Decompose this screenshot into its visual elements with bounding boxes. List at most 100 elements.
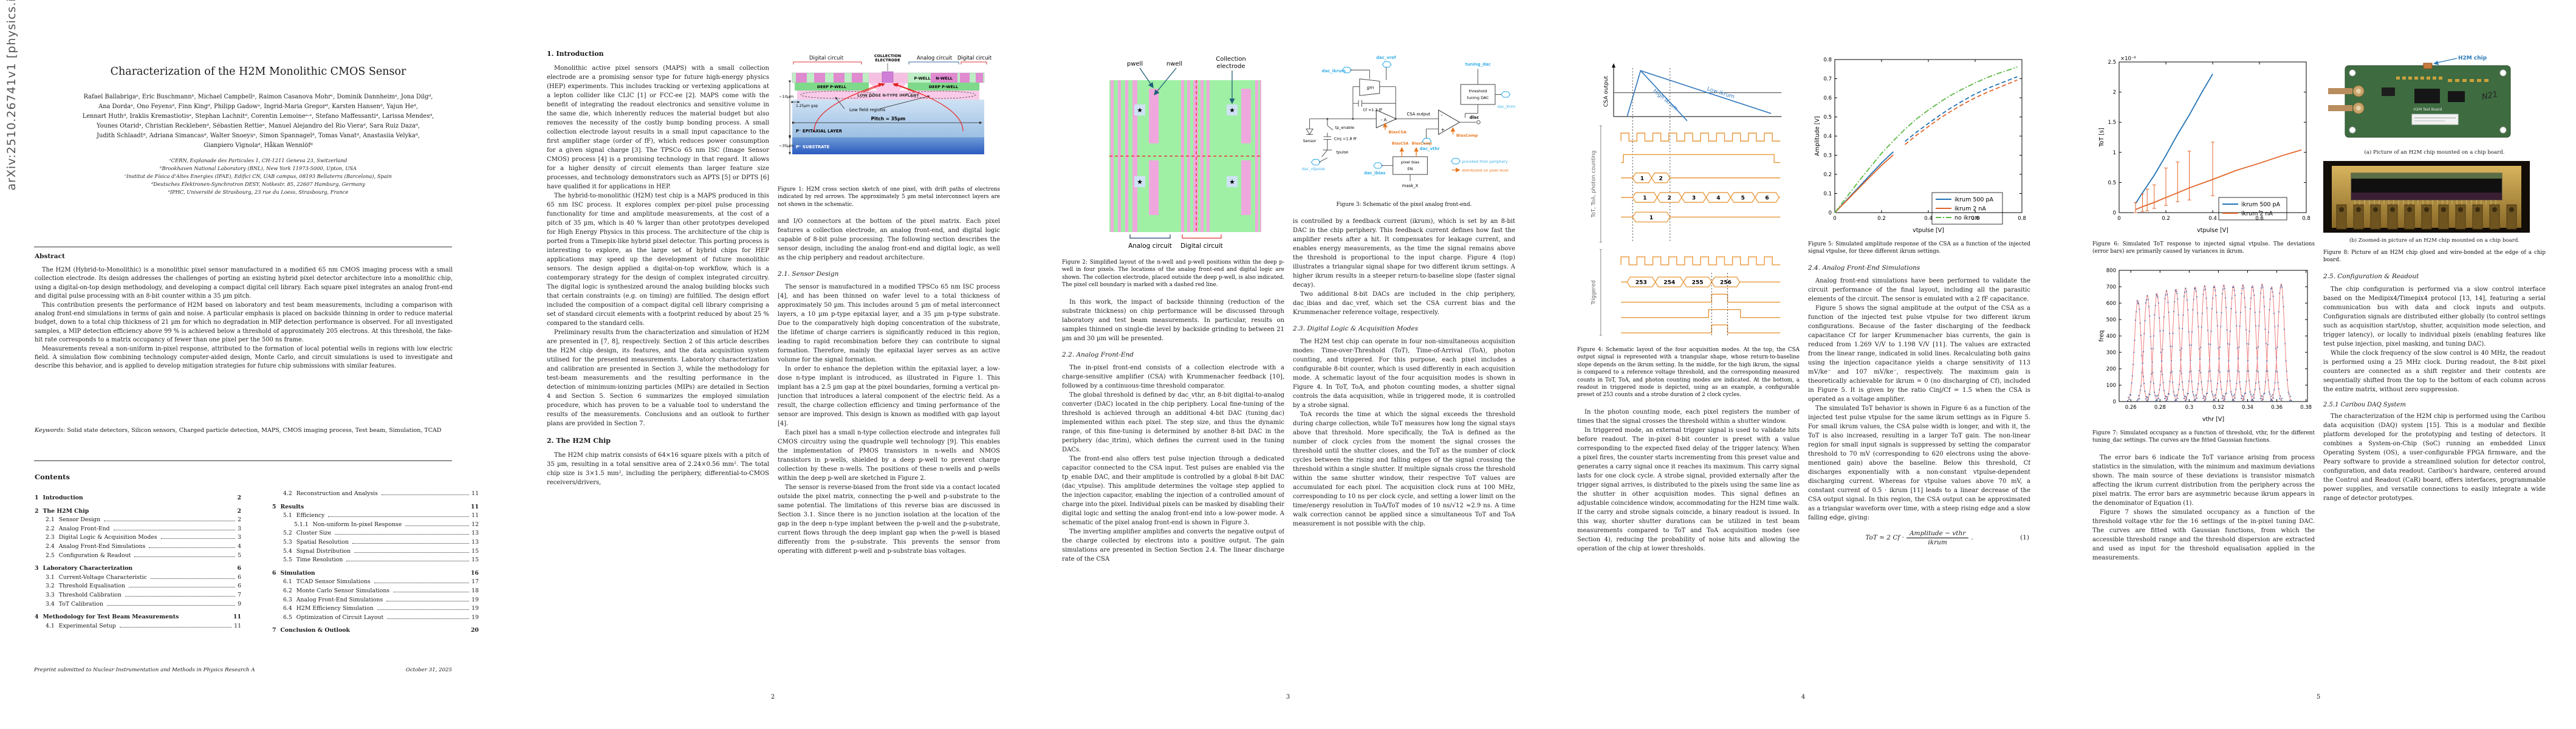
svg-text:distributed on pixel level: distributed on pixel level bbox=[1462, 169, 1509, 173]
svg-text:Low field regions: Low field regions bbox=[849, 108, 885, 112]
svg-text:P-WELL: P-WELL bbox=[914, 76, 931, 81]
svg-text:P⁻ EPITAXIAL LAYER: P⁻ EPITAXIAL LAYER bbox=[796, 129, 843, 134]
svg-text:255: 255 bbox=[1692, 280, 1704, 286]
svg-text:nwell: nwell bbox=[1166, 61, 1182, 67]
svg-text:1: 1 bbox=[2113, 150, 2116, 156]
svg-text:Digital circuit: Digital circuit bbox=[957, 55, 992, 61]
svg-text:~10µm: ~10µm bbox=[779, 94, 793, 99]
paragraph: Figure 7 shows the simulated occupancy a… bbox=[2092, 508, 2315, 561]
svg-text:★: ★ bbox=[1137, 178, 1143, 186]
svg-text:Collection: Collection bbox=[1216, 56, 1245, 63]
svg-text:Analog circuit: Analog circuit bbox=[917, 55, 953, 61]
svg-text:1: 1 bbox=[1643, 196, 1646, 202]
paragraph: ToA records the time at which the signal… bbox=[1293, 411, 1515, 528]
svg-text:BiasCSA: BiasCSA bbox=[1392, 142, 1409, 146]
svg-text:vthr [V]: vthr [V] bbox=[2202, 416, 2224, 423]
svg-text:700: 700 bbox=[2106, 284, 2116, 290]
paragraph: The error bars 6 indicate the ToT varian… bbox=[2092, 454, 2315, 507]
svg-text:0.34: 0.34 bbox=[2242, 405, 2253, 411]
author-line: Ana Dordaᵃ, Ono Feyensᵈ, Finn Kingᵈ, Phi… bbox=[98, 103, 418, 110]
svg-text:0.3: 0.3 bbox=[2185, 405, 2194, 411]
figure1-caption: Figure 1: H2M cross section sketch of on… bbox=[778, 187, 1000, 208]
paragraph: In the photon counting mode, each pixel … bbox=[1577, 408, 1800, 425]
svg-text:0: 0 bbox=[1833, 216, 1836, 222]
abstract-paragraph: This contribution presents the performan… bbox=[35, 301, 453, 344]
divider bbox=[34, 460, 452, 461]
svg-text:0.36: 0.36 bbox=[2271, 405, 2283, 411]
svg-text:0.7: 0.7 bbox=[1823, 77, 1832, 83]
svg-text:6: 6 bbox=[1765, 196, 1769, 202]
figure3-caption: Figure 3: Schematic of the pixel analog … bbox=[1336, 202, 1472, 208]
svg-text:vtpulse [V]: vtpulse [V] bbox=[2197, 227, 2228, 234]
equation-lhs: ToT ≃ 2 Cf · bbox=[1865, 534, 1904, 542]
svg-text:ikrum 500 pA: ikrum 500 pA bbox=[2241, 202, 2281, 208]
svg-text:tp_enable: tp_enable bbox=[1335, 125, 1354, 130]
equation-1: ToT ≃ 2 Cf · Amplitude − vthr ikrum . (1… bbox=[1808, 530, 2030, 546]
svg-text:COLLECTION: COLLECTION bbox=[874, 54, 901, 58]
svg-text:pixel bias: pixel bias bbox=[1401, 160, 1420, 165]
svg-text:0.26: 0.26 bbox=[2125, 405, 2137, 411]
paragraph: The global threshold is defined by dac_v… bbox=[1062, 391, 1284, 453]
page-number: 5 bbox=[2316, 694, 2321, 700]
paragraph: Preliminary results from the characteriz… bbox=[547, 329, 769, 427]
page2-left-column: 1. Introduction Monolithic active pixel … bbox=[547, 50, 769, 703]
figure2-caption: Figure 2: Simplified layout of the n-wel… bbox=[1062, 259, 1284, 289]
svg-text:EN: EN bbox=[1408, 166, 1413, 171]
svg-text:0: 0 bbox=[2113, 399, 2116, 405]
paragraph: The H2M chip matrix consists of 64×16 sq… bbox=[547, 452, 769, 486]
svg-text:~35µm: ~35µm bbox=[779, 143, 793, 148]
svg-text:3: 3 bbox=[1692, 196, 1696, 202]
svg-text:LOW DOSE N-TYPE IMPLANT: LOW DOSE N-TYPE IMPLANT bbox=[857, 93, 919, 98]
paragraph: Two additional 8-bit DACs are included i… bbox=[1293, 291, 1515, 317]
svg-text:Triggered: Triggered bbox=[1591, 280, 1597, 305]
svg-text:BiasComp: BiasComp bbox=[1456, 133, 1478, 138]
svg-text:gm: gm bbox=[1367, 84, 1374, 90]
page-1: arXiv:2510.26741v1 [physics.ins-det] 30 … bbox=[0, 0, 516, 729]
svg-text:0.5: 0.5 bbox=[1823, 115, 1832, 121]
svg-text:★: ★ bbox=[1229, 106, 1235, 114]
subsection-heading: 2.4. Analog Front-End Simulations bbox=[1808, 264, 1920, 272]
author-line: Judith Schlaadtᵈ, Adriana Simancasᵈ, Wal… bbox=[97, 132, 420, 139]
paragraph: In order to enhance the depletion within… bbox=[778, 366, 1000, 428]
svg-text:0.6: 0.6 bbox=[1823, 95, 1832, 101]
keywords-text: Solid state detectors, Silicon sensors, … bbox=[67, 427, 442, 434]
equation-fraction: Amplitude − vthr ikrum bbox=[1906, 530, 1969, 546]
svg-text:tpulse: tpulse bbox=[1336, 149, 1348, 154]
page-number: 4 bbox=[1801, 694, 1806, 700]
svg-text:vtpulse [V]: vtpulse [V] bbox=[1913, 227, 1944, 234]
svg-text:253: 253 bbox=[1636, 280, 1647, 286]
paragraph: The simulated ToT behavior is shown in F… bbox=[1808, 405, 2030, 521]
svg-text:+: + bbox=[1440, 126, 1445, 132]
paragraph: Each pixel has a small n-type collection… bbox=[778, 430, 1000, 482]
equation-numerator: Amplitude − vthr bbox=[1906, 530, 1969, 538]
author-line: Younes Otaridᵃ, Christian Recklebenᵈ, Sé… bbox=[97, 123, 420, 129]
svg-text:500: 500 bbox=[2106, 317, 2116, 323]
svg-text:N-WELL: N-WELL bbox=[936, 76, 953, 81]
page-number: 3 bbox=[1286, 694, 1290, 700]
section-heading: 1. Introduction bbox=[547, 50, 604, 58]
